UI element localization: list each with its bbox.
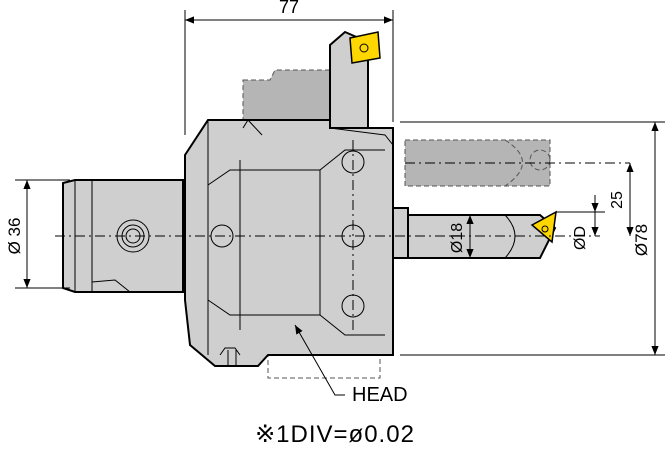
dim-offset: 25 xyxy=(609,163,634,236)
footnote: ※1DIV=ø0.02 xyxy=(255,421,415,448)
dim-overall-length: 77 xyxy=(184,0,394,135)
dim-bar: Ø18 xyxy=(449,215,474,258)
dim-25-label: 25 xyxy=(609,191,626,209)
head-label: HEAD xyxy=(352,384,408,406)
upper-insert xyxy=(349,31,381,64)
dim-78-label: Ø78 xyxy=(632,224,651,256)
dim-18-label: Ø18 xyxy=(449,223,466,253)
bar-insert xyxy=(530,210,557,244)
dim-D-label: ØD xyxy=(572,226,589,250)
boring-bar xyxy=(392,207,557,259)
dim-cut: ØD xyxy=(556,195,605,250)
dim-max: Ø78 xyxy=(400,121,665,356)
dim-77-label: 77 xyxy=(279,0,299,17)
upper-tool-post xyxy=(329,30,381,129)
ghost-upper-position xyxy=(242,69,551,379)
dim-36-label: Ø 36 xyxy=(5,218,24,255)
head-callout: HEAD xyxy=(294,324,408,406)
head-body xyxy=(184,119,394,367)
dim-shank: Ø 36 xyxy=(5,179,70,289)
